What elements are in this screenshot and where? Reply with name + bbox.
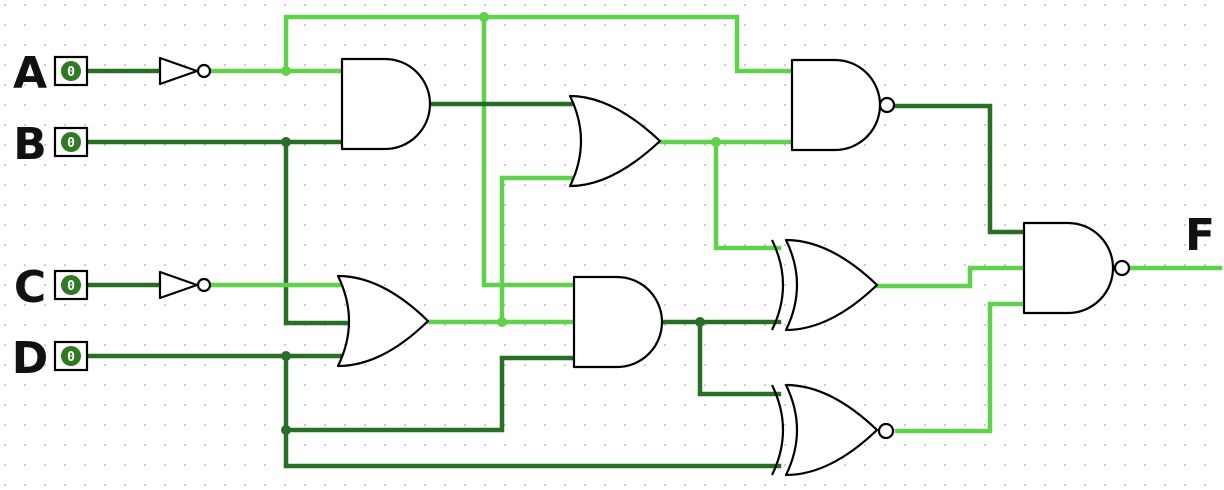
gate-and-1[interactable] xyxy=(340,57,432,151)
junction-d-split xyxy=(281,351,291,361)
input-pin-b[interactable]: 0 xyxy=(53,126,89,158)
wire-xnor-out[interactable] xyxy=(894,301,1028,434)
input-pin-c[interactable]: 0 xyxy=(53,269,89,301)
wire-or1-to-xor[interactable] xyxy=(713,139,782,251)
input-pin-a[interactable]: 0 xyxy=(53,55,89,87)
wire-b-down[interactable] xyxy=(283,139,350,326)
input-b-label: B xyxy=(13,119,47,170)
input-b-value: 0 xyxy=(67,136,75,151)
input-d-value: 0 xyxy=(67,350,75,365)
wire-xor-out[interactable] xyxy=(874,265,1028,289)
wire-or2-up[interactable] xyxy=(499,175,581,325)
gate-and-2[interactable] xyxy=(572,275,664,369)
wire-a-top-bus[interactable] xyxy=(283,14,796,74)
input-d-label: D xyxy=(12,333,49,384)
junction-and2-split xyxy=(695,317,705,327)
junctions xyxy=(281,12,721,435)
gates xyxy=(158,56,1131,477)
input-a-label: A xyxy=(13,48,47,99)
output-f-label: F xyxy=(1185,210,1215,261)
wires xyxy=(85,14,1223,469)
input-pin-d[interactable]: 0 xyxy=(53,340,89,372)
gate-or-2[interactable] xyxy=(336,274,430,368)
input-c-label: C xyxy=(14,262,46,313)
wire-a-tap-down[interactable] xyxy=(481,14,578,288)
wire-and2-down[interactable] xyxy=(697,319,782,397)
input-a-value: 0 xyxy=(67,65,75,80)
gate-not-a[interactable] xyxy=(158,56,212,86)
gate-nand-out[interactable] xyxy=(1022,221,1131,315)
gate-nand-1[interactable] xyxy=(790,58,896,152)
wire-d-tap[interactable] xyxy=(283,355,578,433)
input-pins: 0 A 0 B 0 C 0 D xyxy=(12,48,89,384)
junction-a-top xyxy=(479,12,489,22)
junction-or1-split xyxy=(711,137,721,147)
input-c-value: 0 xyxy=(67,279,75,294)
wire-d-down[interactable] xyxy=(283,353,782,469)
gate-or-1[interactable] xyxy=(568,94,662,188)
junction-b-split xyxy=(281,137,291,147)
junction-or2-split xyxy=(497,317,507,327)
gate-not-c[interactable] xyxy=(158,270,212,300)
gate-xor[interactable] xyxy=(771,238,879,332)
gate-xnor[interactable] xyxy=(771,383,895,477)
junction-a-split xyxy=(281,66,291,76)
wire-nand1-out[interactable] xyxy=(894,103,1028,235)
junction-d-tap xyxy=(281,425,291,435)
